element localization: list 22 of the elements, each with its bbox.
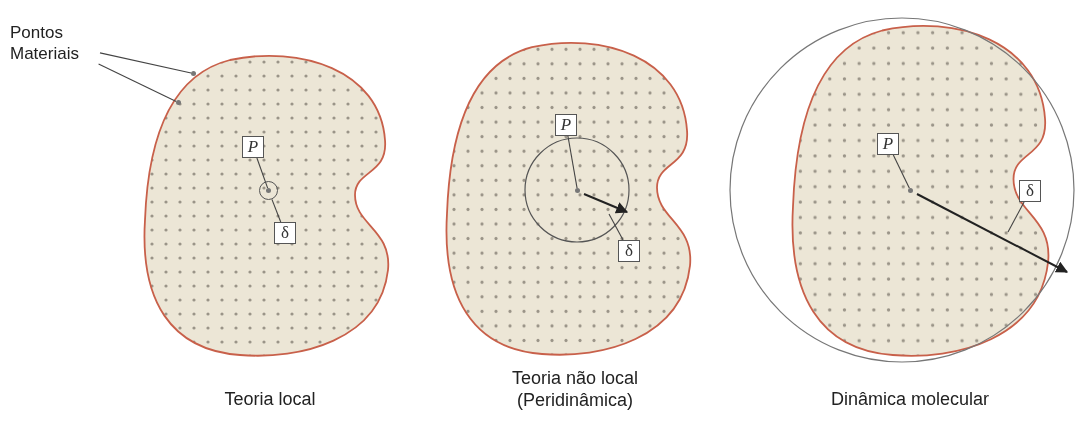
- leader-line: [567, 135, 578, 189]
- horizon-label: δ: [618, 240, 640, 262]
- point-label: P: [242, 136, 264, 158]
- point-label: P: [877, 133, 899, 155]
- horizon-label: δ: [1019, 180, 1041, 202]
- material-point: [191, 71, 196, 76]
- leader-line: [608, 213, 624, 241]
- leader-line: [1007, 201, 1025, 233]
- caption-text: Teoria local: [223, 388, 317, 410]
- leader-line: [98, 63, 177, 102]
- leader-line: [892, 154, 910, 189]
- material-point: [908, 188, 913, 193]
- leader-line: [256, 157, 269, 189]
- material-point: [575, 188, 580, 193]
- point-label: P: [555, 114, 577, 136]
- material-points-label: Pontos Materiais: [10, 22, 100, 64]
- leader-line: [271, 198, 282, 223]
- horizon-label: δ: [274, 222, 296, 244]
- caption-text: Teoria não local (Peridinâmica): [510, 367, 640, 411]
- material-point: [176, 100, 181, 105]
- leader-line: [99, 52, 192, 74]
- caption-text: Dinâmica molecular: [829, 388, 991, 410]
